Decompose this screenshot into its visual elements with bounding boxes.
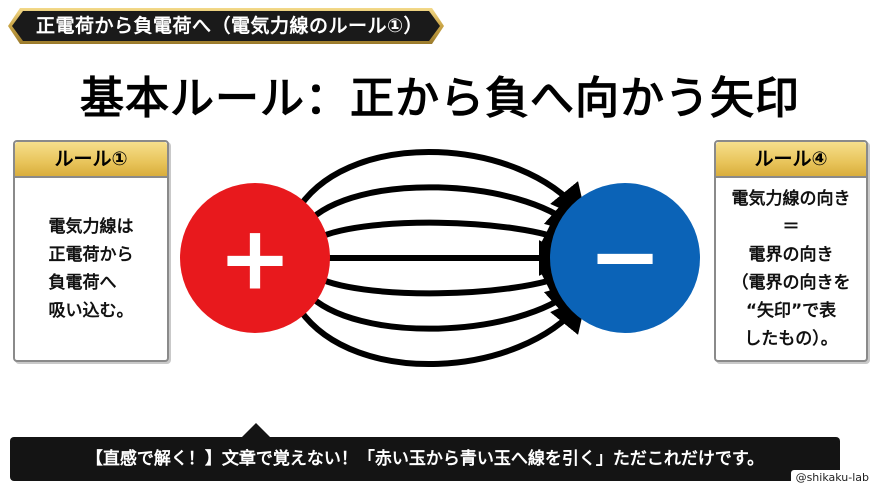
field-lines: [297, 148, 587, 368]
header-badge: 正電荷から負電荷へ（電気力線のルール①）: [6, 6, 446, 46]
rule-1-title: ルール①: [15, 142, 167, 178]
rule-1-body: 電気力線は 正電荷から 負電荷へ 吸い込む。: [15, 178, 167, 360]
caption-text: 【直感で解く！】文章で覚えない！「赤い玉から青い玉へ線を引く」ただこれだけです。: [85, 449, 765, 469]
field-line-arrow: [304, 184, 583, 235]
positive-charge-symbol: +: [218, 207, 292, 310]
caption-bar: 【直感で解く！】文章で覚えない！「赤い玉から青い玉へ線を引く」ただこれだけです。: [10, 423, 840, 481]
rule-1-box: ルール① 電気力線は 正電荷から 負電荷へ 吸い込む。: [13, 140, 169, 362]
field-line-arrow: [311, 215, 580, 248]
field-line-arrow: [297, 148, 587, 221]
rule-4-box: ルール④ 電気力線の向き ＝ 電界の向き （電界の向きを “矢印”で表 したもの…: [714, 140, 868, 362]
negative-charge-symbol: −: [588, 205, 662, 308]
rule-4-text: 電気力線の向き ＝ 電界の向き （電界の向きを “矢印”で表 したもの）。: [731, 189, 851, 349]
positive-charge: [180, 183, 330, 333]
rule-4-title: ルール④: [716, 142, 866, 178]
negative-charge: [550, 183, 700, 333]
field-line-arrow: [311, 268, 580, 301]
credit-label: @shikaku-lab: [790, 470, 874, 485]
header-badge-text: 正電荷から負電荷へ（電気力線のルール①）: [36, 15, 424, 37]
rule-4-body: 電気力線の向き ＝ 電界の向き （電界の向きを “矢印”で表 したもの）。: [716, 178, 866, 360]
caption-pointer: [242, 423, 270, 437]
header-badge-shape: [8, 8, 444, 44]
main-title: 基本ルール：正から負へ向かう矢印: [80, 73, 800, 124]
field-line-arrow: [297, 295, 587, 368]
rule-1-text: 電気力線は 正電荷から 負電荷へ 吸い込む。: [48, 217, 134, 321]
field-line-arrow: [304, 281, 583, 332]
